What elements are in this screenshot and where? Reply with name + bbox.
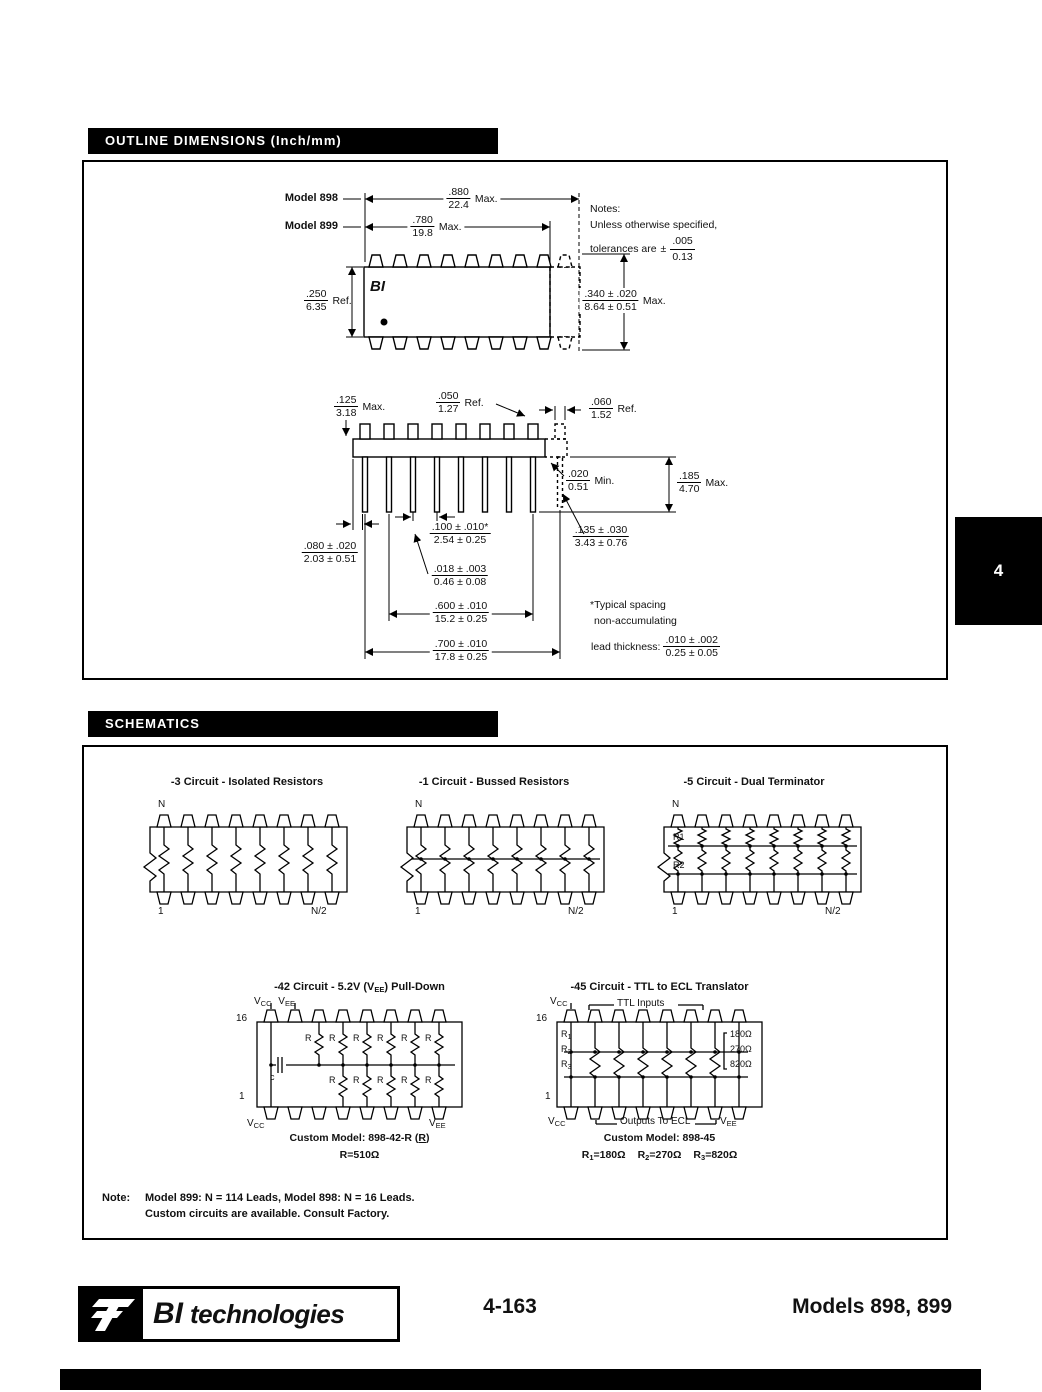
circuit-42-custom-model: Custom Model: 898-42-R (R) (289, 1132, 430, 1144)
page-number: 4-163 (483, 1295, 537, 1318)
note-line2: Custom circuits are available. Consult F… (145, 1208, 390, 1220)
resistor-label: R (425, 1033, 432, 1043)
outline-section-bar: OUTLINE DIMENSIONS (Inch/mm) (88, 128, 498, 154)
schematics-box: -3 Circuit - Isolated Resistors -1 Circu… (82, 745, 948, 1240)
circuit-3-pinn2-label: N/2 (311, 906, 327, 917)
schematics-drawing (142, 747, 862, 1125)
logo-technologies: technologies (190, 1299, 345, 1329)
schematics-section-bar: SCHEMATICS (88, 711, 498, 737)
typical-spacing-footnote: *Typical spacing non-accumulating (590, 598, 677, 630)
circuit-3-n-label: N (158, 799, 166, 810)
circuit-3-title: -3 Circuit - Isolated Resistors (170, 776, 324, 788)
dim-100: .100 ± .010*2.54 ± 0.25 (429, 521, 491, 547)
circuit-42-vcc-bottom-label: VCC (247, 1118, 265, 1130)
schematics-section-title: SCHEMATICS (105, 716, 200, 731)
model-898-label: Model 898 (284, 192, 338, 204)
outline-drawing (336, 193, 676, 659)
circuit-42-vcc-vee-label: VCC VEE (254, 996, 295, 1008)
resistor-label: R (425, 1075, 432, 1085)
notes-line2: Unless otherwise specified, (590, 218, 718, 231)
circuit-1-pin1-label: 1 (415, 906, 421, 917)
circuit-5-pinn2-label: N/2 (825, 906, 841, 917)
circuit-5-title: -5 Circuit - Dual Terminator (683, 776, 825, 788)
resistor-label: R (329, 1075, 336, 1085)
circuit-1-pinn2-label: N/2 (568, 906, 584, 917)
resistor-label: R (401, 1033, 408, 1043)
resistor-label: R (353, 1033, 360, 1043)
circuit-45-r2-label: R2 (561, 1044, 572, 1056)
circuit-45-vcc-top-label: VCC (550, 996, 568, 1008)
model-899-label: Model 899 (284, 220, 338, 232)
logo-bi: BI (153, 1297, 183, 1330)
note-line1: Model 899: N = 114 Leads, Model 898: N =… (145, 1192, 415, 1204)
circuit-45-title: -45 Circuit - TTL to ECL Translator (570, 981, 749, 993)
circuit-42-pin16-label: 16 (236, 1013, 248, 1024)
chip-logo: BI (370, 278, 385, 295)
outline-section-title: OUTLINE DIMENSIONS (Inch/mm) (105, 133, 342, 148)
ttl-inputs-label: TTL Inputs (617, 998, 665, 1009)
circuit-45-vcc-bottom-label: VCC (548, 1116, 566, 1128)
bi-logo-glyph (81, 1289, 143, 1339)
page-side-tab: 4 (955, 517, 1042, 625)
circuit-42-r-value: R=510Ω (339, 1149, 380, 1161)
circuit-45-custom-model: Custom Model: 898-45 (603, 1132, 716, 1144)
circuit-1-n-label: N (415, 799, 423, 810)
footnote-line2: non-accumulating (594, 614, 677, 627)
capacitor-label: c (270, 1072, 275, 1082)
circuit-5-r1-label: R1 (673, 832, 685, 842)
circuit-45-ohm2-label: 270Ω (730, 1044, 752, 1054)
resistor-label: R (329, 1033, 336, 1043)
notes-line1: Notes: (590, 203, 621, 215)
circuit-45-resistor-values: R1=180Ω R2=270Ω R3=820Ω (581, 1149, 738, 1162)
outline-notes: Notes: Unless otherwise specified, toler… (590, 202, 717, 266)
circuit-45-r3-label: R3 (561, 1059, 572, 1071)
bi-technologies-logo: BI technologies (78, 1286, 400, 1342)
circuit-45-pin1-label: 1 (545, 1091, 551, 1102)
bi-logo-glyph-icon (91, 1299, 135, 1331)
circuit-42-pin1-label: 1 (239, 1091, 245, 1102)
resistor-label: R (353, 1075, 360, 1085)
circuit-5-n-label: N (672, 799, 680, 810)
circuit-1-title: -1 Circuit - Bussed Resistors (418, 776, 570, 788)
models-label: Models 898, 899 (792, 1295, 952, 1318)
circuit-42-vee-bottom-label: VEE (429, 1118, 446, 1130)
resistor-label: R (377, 1075, 384, 1085)
circuit-5-r2-label: R2 (673, 860, 685, 870)
logo-text: BI technologies (143, 1297, 345, 1331)
circuit-3-pin1-label: 1 (158, 906, 164, 917)
circuit-45-vee-bottom-label: VEE (720, 1116, 737, 1128)
circuit-45-r1-label: R1 (561, 1029, 572, 1041)
circuit-45-ohm3-label: 820Ω (730, 1059, 752, 1069)
resistor-label: R (401, 1075, 408, 1085)
circuit-45-pin16-label: 16 (536, 1013, 548, 1024)
outputs-to-ecl-label: Outputs To ECL (620, 1116, 691, 1127)
circuit-42-title: -42 Circuit - 5.2V (VEE) Pull-Down (274, 981, 445, 994)
resistor-label: R (305, 1033, 312, 1043)
note-label: Note: (102, 1192, 131, 1204)
circuit-5-pin1-label: 1 (672, 906, 678, 917)
resistor-label: R (377, 1033, 384, 1043)
footnote-line1: *Typical spacing (590, 599, 666, 611)
bottom-bar (60, 1369, 981, 1390)
circuit-45-ohm1-label: 180Ω (730, 1029, 752, 1039)
side-tab-number: 4 (993, 561, 1004, 580)
